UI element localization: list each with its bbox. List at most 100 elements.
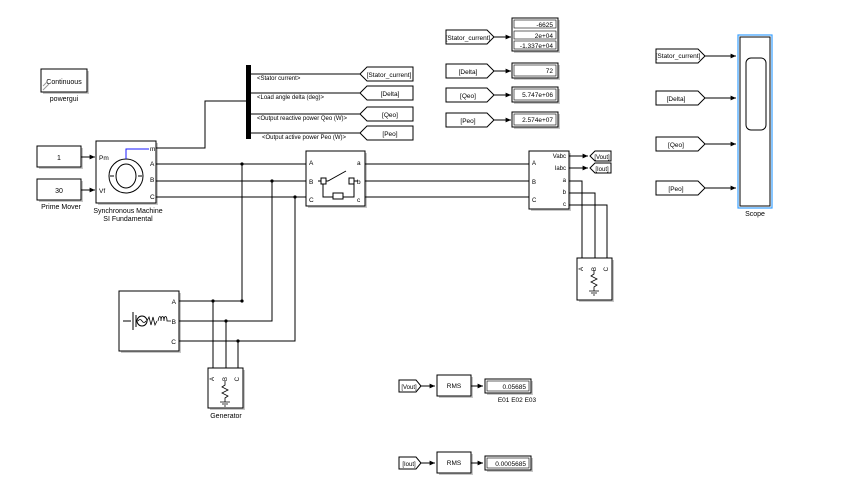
breaker-port-B: B	[309, 179, 313, 186]
display-qeo[interactable]: 5.747e+06	[511, 86, 560, 104]
machine-port-pm: Pm	[99, 155, 109, 162]
display-peo[interactable]: 2.574e+07	[511, 111, 560, 129]
vi-port-B: B	[532, 180, 536, 186]
from-iout[interactable]: [Iout]	[398, 456, 422, 470]
three-phase-load-block[interactable]: A B C	[576, 257, 614, 302]
display-stator-current-value-3: -1.337e+04	[520, 43, 553, 50]
machine-port-m: m	[150, 146, 155, 153]
machine-caption-line2: SI Fundamental	[103, 216, 153, 223]
bus-selector-block[interactable]	[246, 65, 251, 139]
from-delta[interactable]: [Delta]	[445, 63, 495, 79]
source-port-A: A	[172, 299, 177, 306]
from-qeo[interactable]: [Qeo]	[445, 87, 495, 103]
wire-m-bus	[156, 100, 247, 149]
vi-measurement-block[interactable]: A B C Vabc Iabc a b c	[528, 150, 571, 211]
goto-qeo-label: [Qeo]	[382, 112, 398, 119]
rms-vout-block[interactable]: RMS	[436, 374, 473, 398]
three-phase-breaker-block[interactable]: A B C a b c	[305, 150, 367, 208]
goto-stator-current[interactable]: [Stator_current]	[359, 66, 414, 82]
goto-peo-label: [Peo]	[382, 131, 397, 138]
scope-input-stator-current[interactable]: [Stator_current]	[655, 48, 706, 64]
display-delta[interactable]: 72	[511, 62, 560, 80]
prime-mover-caption: Prime Mover	[41, 204, 81, 211]
goto-iout-label: [Iout]	[595, 167, 609, 173]
rms-iout-block[interactable]: RMS	[436, 451, 473, 475]
goto-vout-label: [Vout]	[594, 155, 610, 161]
generator-load-block[interactable]: A B C	[207, 367, 245, 410]
display-stator-current-value-1: -6625	[536, 22, 553, 29]
from-peo[interactable]: [Peo]	[445, 112, 495, 128]
constant-vf-value: 30	[55, 188, 63, 195]
display-rms-vout[interactable]: 0.05685	[484, 378, 533, 395]
bus-selector-signals: <Stator current> <Load angle delta (deg)…	[251, 73, 360, 141]
vi-port-vabc: Vabc	[553, 154, 566, 160]
scope-caption: Scope	[745, 211, 765, 218]
vi-port-c: c	[563, 202, 566, 208]
vi-port-b: b	[563, 190, 567, 196]
scope-input-delta-label: [Delta]	[667, 96, 686, 103]
goto-delta[interactable]: [Delta]	[359, 85, 414, 101]
vi-port-a: a	[563, 178, 567, 184]
synchronous-machine-block[interactable]: Pm Vf m A B C	[95, 140, 158, 205]
powergui-label: Continuous	[46, 79, 82, 86]
constant-vf-block[interactable]: 30	[36, 178, 83, 202]
goto-stator-current-label: [Stator_current]	[367, 72, 412, 79]
from-vout[interactable]: [Vout]	[398, 379, 422, 393]
source-port-C: C	[171, 339, 176, 346]
display-peo-value: 2.574e+07	[522, 117, 553, 124]
rms-vout-caption: E01 E02 E03	[498, 397, 537, 404]
machine-caption-line1: Synchronous Machine	[93, 208, 162, 215]
signal-stator-current: <Stator current>	[257, 76, 301, 82]
scope-input-peo[interactable]: [Peo]	[655, 180, 706, 196]
machine-port-vf: Vf	[99, 188, 105, 195]
machine-port-b: B	[150, 177, 154, 184]
signal-active-power: <Output active power Peo (W)>	[262, 135, 347, 141]
constant-pm-block[interactable]: 1	[36, 145, 83, 169]
three-phase-source-block[interactable]: A B C	[118, 290, 181, 353]
load-port-C: C	[604, 266, 610, 271]
scope-input-peo-label: [Peo]	[668, 186, 683, 193]
from-stator-current-label: [Stator_current]	[446, 35, 491, 42]
from-stator-current[interactable]: [Stator_current]	[445, 29, 495, 45]
powergui-caption: powergui	[50, 96, 79, 103]
constant-pm-value: 1	[57, 155, 61, 162]
goto-vout[interactable]: [Vout]	[589, 150, 612, 162]
from-qeo-label: [Qeo]	[460, 93, 476, 100]
from-iout-label: [Iout]	[402, 462, 416, 468]
display-qeo-value: 5.747e+06	[522, 92, 553, 99]
vi-port-iabc: Iabc	[555, 166, 566, 172]
load-port-A: A	[579, 267, 585, 271]
goto-qeo[interactable]: [Qeo]	[359, 106, 414, 122]
powergui-block[interactable]: Continuous powergui	[40, 68, 89, 103]
signal-reactive-power: <Output reactive power Qeo (W)>	[257, 116, 348, 122]
scope-block[interactable]: Scope	[737, 34, 773, 218]
breaker-port-C: C	[309, 197, 314, 204]
scope-input-qeo-label: [Qeo]	[668, 142, 684, 149]
generator-caption: Generator	[210, 413, 242, 420]
display-rms-iout[interactable]: 0.0005685	[484, 455, 533, 472]
goto-iout[interactable]: [Iout]	[589, 162, 612, 174]
display-stator-current[interactable]: -6625 2e+04 -1.337e+04	[511, 17, 560, 53]
vi-port-A: A	[532, 161, 536, 167]
vi-port-C: C	[532, 198, 537, 204]
display-rms-iout-value: 0.0005685	[495, 461, 526, 468]
machine-port-c: C	[150, 194, 155, 201]
machine-port-a: A	[150, 161, 155, 168]
breaker-port-c: c	[357, 197, 361, 204]
scope-input-qeo[interactable]: [Qeo]	[655, 136, 706, 152]
breaker-port-a: a	[357, 160, 361, 167]
load-port-B: B	[592, 267, 598, 271]
rms-iout-label: RMS	[447, 460, 462, 467]
scope-input-stator-current-label: [Stator_current]	[656, 53, 701, 60]
rms-vout-label: RMS	[447, 383, 462, 390]
generator-port-C: C	[235, 376, 241, 381]
display-delta-value: 72	[546, 68, 554, 75]
from-peo-label: [Peo]	[460, 118, 475, 125]
generator-port-B: B	[223, 377, 229, 381]
from-vout-label: [Vout]	[401, 385, 417, 391]
goto-peo[interactable]: [Peo]	[359, 125, 414, 141]
scope-input-delta[interactable]: [Delta]	[655, 90, 706, 106]
display-stator-current-value-2: 2e+04	[535, 33, 554, 40]
